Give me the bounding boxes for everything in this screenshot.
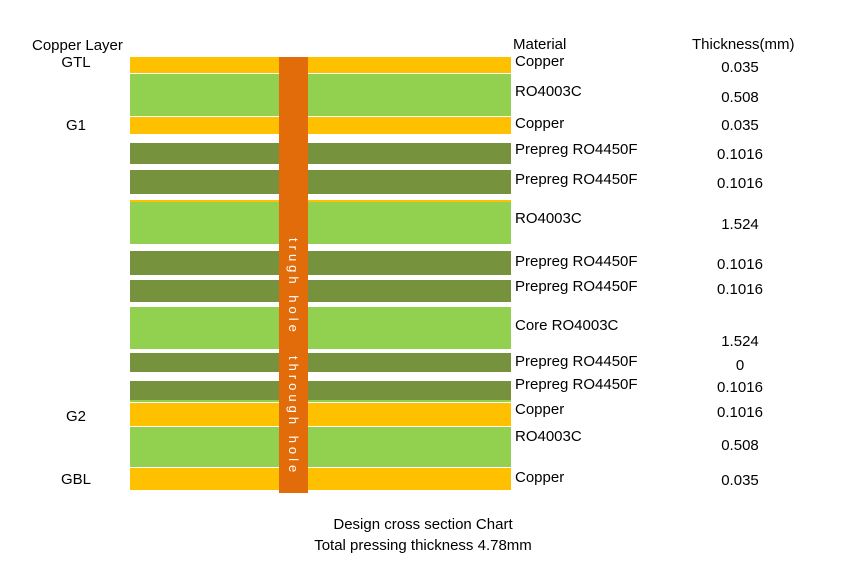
copper-layer-label: GBL	[60, 471, 91, 488]
material-label: Prepreg RO4450F	[515, 353, 638, 370]
layer-bar-prepreg	[130, 251, 511, 275]
material-label: RO4003C	[515, 428, 582, 445]
thickness-column-header: Thickness(mm)	[692, 36, 795, 53]
layer-bar-copper	[130, 468, 511, 490]
layer-bar-core	[130, 307, 511, 349]
material-label: RO4003C	[515, 210, 582, 227]
layer-bar-copper	[130, 403, 511, 426]
material-label: Prepreg RO4450F	[515, 141, 638, 158]
material-column-header: Material	[513, 36, 567, 53]
copper-layer-column-header: Copper Layer	[32, 37, 123, 54]
copper-layer-label: GTL	[61, 54, 91, 71]
material-label: Prepreg RO4450F	[515, 253, 638, 270]
layer-bar-copper	[130, 57, 511, 73]
layer-bar-prepreg	[130, 170, 511, 194]
through-hole-label: through hole	[286, 356, 301, 477]
through-hole-bar: trugh hole through hole	[279, 57, 308, 493]
material-label: Copper	[515, 115, 565, 132]
chart-title: Design cross section Chart	[333, 516, 513, 533]
material-label: Copper	[515, 401, 565, 418]
accent-line-core	[130, 400, 511, 402]
thickness-value: 0	[735, 357, 745, 374]
thickness-value: 0.1016	[717, 379, 763, 396]
thickness-value: 0.1016	[717, 404, 763, 421]
layer-bar-core	[130, 74, 511, 116]
material-label: Prepreg RO4450F	[515, 171, 638, 188]
material-label: Prepreg RO4450F	[515, 376, 638, 393]
copper-layer-label: G2	[65, 408, 86, 425]
layer-bar-core	[130, 427, 511, 467]
thickness-value: 0.508	[721, 89, 759, 106]
thickness-value: 0.508	[721, 437, 759, 454]
layer-bar-copper	[130, 117, 511, 134]
layer-bar-prepreg	[130, 280, 511, 302]
material-label: Copper	[515, 53, 565, 70]
accent-line-copper	[130, 200, 511, 202]
thickness-value: 0.1016	[717, 146, 763, 163]
material-label: Copper	[515, 469, 565, 486]
thickness-value: 1.524	[721, 333, 759, 350]
thickness-value: 1.524	[721, 216, 759, 233]
thickness-value: 0.035	[721, 59, 759, 76]
material-label: Prepreg RO4450F	[515, 278, 638, 295]
copper-layer-label: G1	[65, 117, 86, 134]
material-label: Core RO4003C	[515, 317, 619, 334]
thickness-value: 0.1016	[717, 175, 763, 192]
layer-bar-prepreg	[130, 381, 511, 400]
layer-bar-prepreg	[130, 353, 511, 372]
thickness-value: 0.1016	[717, 281, 763, 298]
through-hole-label: trugh hole	[286, 238, 301, 336]
material-label: RO4003C	[515, 83, 582, 100]
thickness-value: 0.035	[721, 472, 759, 489]
thickness-value: 0.1016	[717, 256, 763, 273]
layer-bar-prepreg	[130, 143, 511, 164]
thickness-value: 0.035	[721, 117, 759, 134]
chart-subtitle: Total pressing thickness 4.78mm	[314, 537, 532, 554]
layer-bar-core	[130, 202, 511, 244]
